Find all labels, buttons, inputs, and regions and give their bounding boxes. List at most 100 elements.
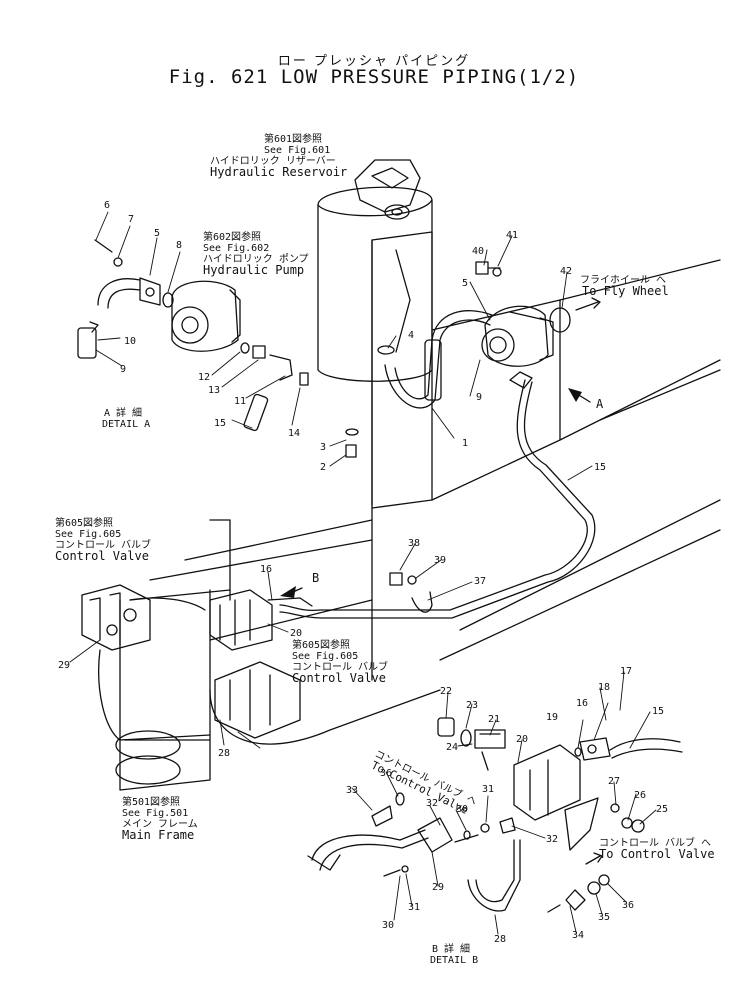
part-25: 25 <box>656 804 668 815</box>
detail-b-jp: B 詳 細 <box>432 944 471 955</box>
detail-a-jp: A 詳 細 <box>104 408 143 419</box>
to-control-valve-b-callout: コントロール バルブ へ To Control Valve <box>599 838 715 860</box>
part-1: 1 <box>462 438 468 449</box>
part-13: 13 <box>208 385 220 396</box>
main-frame-name: Main Frame <box>122 828 195 842</box>
title-english: Fig. 621 LOW PRESSURE PIPING(1/2) <box>168 66 580 88</box>
reservoir-see: See Fig.601 <box>264 145 331 156</box>
detail-a-assembly <box>77 239 309 432</box>
suction-hose <box>384 310 493 409</box>
fly-wheel-jp: フライホイール へ <box>580 275 667 286</box>
part-42: 42 <box>560 266 572 277</box>
part-39: 39 <box>434 555 446 566</box>
part-20-detail-b: 20 <box>516 734 528 745</box>
part-29-detail-b: 29 <box>432 882 444 893</box>
part-6: 6 <box>104 200 110 211</box>
part-18: 18 <box>598 682 610 693</box>
part-36-right: 36 <box>622 900 634 911</box>
part-5-main: 5 <box>462 278 468 289</box>
top-right-fasteners <box>475 261 571 333</box>
cv-center-name-jp: コントロール バルブ <box>292 662 389 673</box>
part-19: 19 <box>546 712 558 723</box>
main-frame-reference: 第501図参照 See Fig.501 メイン フレーム Main Frame <box>122 797 198 841</box>
part-8: 8 <box>176 240 182 251</box>
detail-b-label: B 詳 細 DETAIL B <box>430 944 478 966</box>
cv-left-see: See Fig.605 <box>55 529 122 540</box>
part-30-lower: 30 <box>382 920 394 931</box>
arrow-b-label: B <box>312 571 319 585</box>
detail-a-en: DETAIL A <box>102 419 151 430</box>
control-valve-center-reference: 第605図参照 See Fig.605 コントロール バルブ Control V… <box>292 640 388 684</box>
part-32-left: 32 <box>426 798 438 809</box>
cv-center-see: See Fig.605 <box>292 651 359 662</box>
part-16-detail-b: 16 <box>576 698 588 709</box>
pump-reference: 第602図参照 See Fig.602 ハイドロリック ポンプ Hydrauli… <box>203 232 309 276</box>
part-40: 40 <box>472 246 484 257</box>
title-japanese: ロー プレッシャ パイピング <box>277 54 471 69</box>
low-pressure-tube <box>279 371 596 619</box>
pump-fig-jp: 第602図参照 <box>203 232 262 243</box>
arrow-heads <box>280 388 582 598</box>
part-28-detail-b: 28 <box>494 934 506 945</box>
part-21: 21 <box>488 714 500 725</box>
part-20: 20 <box>290 628 302 639</box>
part-9-main: 9 <box>476 392 482 403</box>
cv-left-name-jp: コントロール バルブ <box>55 540 152 551</box>
part-38: 38 <box>408 538 420 549</box>
part-15-tube: 15 <box>594 462 606 473</box>
leader-lines <box>69 211 657 935</box>
part-34: 34 <box>572 930 584 941</box>
cv-left-fig-jp: 第605図参照 <box>55 518 114 529</box>
part-11: 11 <box>234 396 246 407</box>
part-17: 17 <box>620 666 632 677</box>
reservoir-name: Hydraulic Reservoir <box>210 165 348 179</box>
main-frame-structure <box>98 231 721 791</box>
part-41: 41 <box>506 230 518 241</box>
part-31-upper: 31 <box>482 784 494 795</box>
part-27: 27 <box>608 776 620 787</box>
tube-clamp <box>389 572 433 613</box>
detail-b-assembly <box>307 717 683 913</box>
part-23: 23 <box>466 700 478 711</box>
to-cv-b-en: To Control Valve <box>599 847 715 861</box>
control-valve-center <box>209 589 313 739</box>
cv-center-name: Control Valve <box>292 671 386 685</box>
part-30-upper: 30 <box>456 804 468 815</box>
part-22: 22 <box>440 686 452 697</box>
part-number-labels: 1 2 3 4 5 5 6 7 8 9 9 10 11 12 13 14 15 … <box>58 200 668 945</box>
main-frame-see: See Fig.501 <box>122 808 189 819</box>
part-15-detail: 15 <box>214 418 226 429</box>
main-frame-fig-jp: 第501図参照 <box>122 797 181 808</box>
pump-see: See Fig.602 <box>203 243 270 254</box>
control-valve-left-reference: 第605図参照 See Fig.605 コントロール バルブ Control V… <box>55 518 151 562</box>
cv-left-name: Control Valve <box>55 549 149 563</box>
reservoir-fig-jp: 第601図参照 <box>264 134 323 145</box>
part-3: 3 <box>320 442 326 453</box>
arrow-a-label: A <box>596 397 604 411</box>
part-16: 16 <box>260 564 272 575</box>
reservoir-reference: 第601図参照 See Fig.601 ハイドロリック リザーバー Hydrau… <box>210 134 347 178</box>
part-36-left: 36 <box>380 768 392 779</box>
pump-name: Hydraulic Pump <box>203 263 305 277</box>
part-9-detail: 9 <box>120 364 126 375</box>
part-5-detail: 5 <box>154 228 160 239</box>
main-hydraulic-pump <box>481 305 554 367</box>
part-2: 2 <box>320 462 326 473</box>
fly-wheel-en: To Fly Wheel <box>582 284 669 298</box>
part-31-lower: 31 <box>408 902 420 913</box>
control-valve-left <box>81 584 206 651</box>
detail-b-en: DETAIL B <box>430 955 479 966</box>
part-28-frame: 28 <box>218 748 230 759</box>
part-29-frame: 29 <box>58 660 70 671</box>
part-35: 35 <box>598 912 610 923</box>
part-4: 4 <box>408 330 414 341</box>
part-32-right: 32 <box>546 834 558 845</box>
cv-center-fig-jp: 第605図参照 <box>292 640 351 651</box>
part-10: 10 <box>124 336 136 347</box>
part-12: 12 <box>198 372 210 383</box>
part-14: 14 <box>288 428 300 439</box>
hydraulic-reservoir <box>317 159 433 382</box>
to-cv-b-jp: コントロール バルブ へ <box>599 838 712 849</box>
pump-name-jp: ハイドロリック ポンプ <box>203 254 309 265</box>
